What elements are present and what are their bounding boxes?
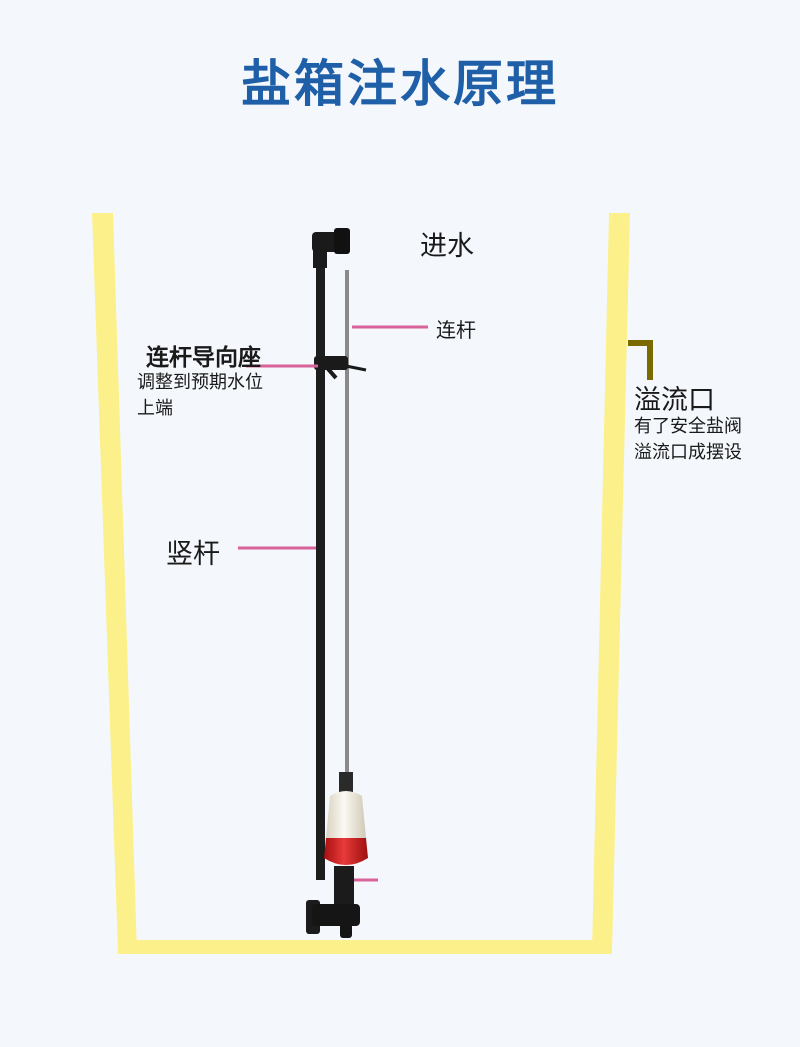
tank-bottom xyxy=(118,940,612,954)
inlet-elbow-neck xyxy=(313,246,327,268)
label-overflow: 溢流口 xyxy=(634,385,715,416)
pointer-lines xyxy=(238,325,428,882)
label-link-rod: 连杆 xyxy=(436,318,476,342)
tank-left-wall xyxy=(92,213,137,952)
label-guide-seat-desc-1: 调整到预期水位 xyxy=(137,372,263,393)
float-ball xyxy=(324,772,368,865)
label-vertical-rod: 竖杆 xyxy=(166,539,220,570)
tank-right-wall xyxy=(592,213,630,952)
label-inlet: 进水 xyxy=(420,231,474,262)
overflow-pipe xyxy=(628,340,653,380)
valve-body xyxy=(306,866,360,938)
vertical-rod-assembly xyxy=(312,228,350,880)
label-overflow-desc-1: 有了安全盐阀 xyxy=(634,416,742,437)
tank-outline xyxy=(92,213,630,954)
label-overflow-desc-2: 溢流口成摆设 xyxy=(634,442,742,463)
inlet-elbow-cap xyxy=(334,228,350,254)
guide-seat xyxy=(314,356,367,380)
label-guide-seat-desc-2: 上端 xyxy=(137,398,173,419)
label-guide-seat: 连杆导向座 xyxy=(146,345,261,371)
vertical-rod xyxy=(316,255,325,880)
page-title: 盐箱注水原理 xyxy=(241,55,559,113)
link-rod xyxy=(345,270,349,780)
